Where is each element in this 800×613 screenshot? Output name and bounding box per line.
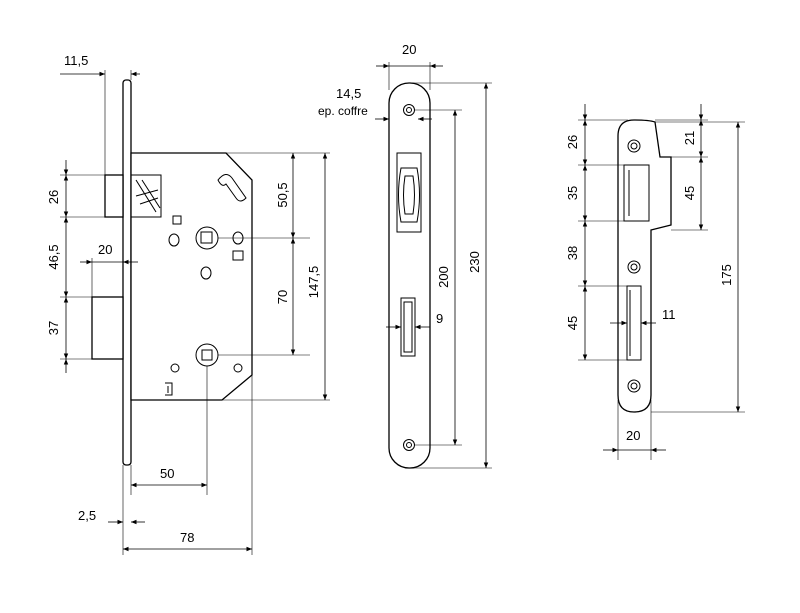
dim-bolt-proj-label: 20 [98,242,112,257]
strike-width-label: 20 [626,428,640,443]
follower-square [200,231,213,244]
screw-span-label: 200 [436,266,451,288]
reversing-tab [172,215,182,225]
lock-body-view [91,79,253,466]
coffre-text-label: ep. coffre [318,104,368,118]
strike-plate [617,119,672,413]
dim-top-to-handle-label: 50,5 [275,182,290,207]
strike-lip-top-label: 21 [682,131,697,145]
dim-handle-to-key-label: 70 [275,290,290,304]
front-faceplate [388,82,431,469]
faceplate-dimensions: 20 14,5 ep. coffre 200 230 9 [318,42,492,469]
faceplate-front-view [388,82,431,469]
strike-lip-height-label: 45 [682,186,697,200]
dim-case-depth-label: 78 [180,530,194,545]
dim-plate-thk-label: 2,5 [78,508,96,523]
strike-total-height-label: 175 [719,264,734,286]
strike-bolt-slot-label: 45 [565,316,580,330]
strike-bolt-slot-width-label: 11 [662,307,676,322]
reversing-tab [232,250,244,261]
latch-opening [396,152,422,233]
latch-bolt [104,174,124,218]
dim-bolt-height-label: 37 [46,321,61,335]
strike-dimensions: 26 35 38 45 21 45 175 11 20 [565,104,745,460]
dim-case-height-label: 147,5 [306,266,321,299]
case-clip [165,382,173,396]
fixing-hole [168,233,180,247]
strike-latch-slot-label: 35 [565,186,580,200]
strike-hole-middle [627,260,641,274]
strike-top-latch-label: 26 [565,135,580,149]
latch-mechanism [130,174,162,218]
faceplate-width-label: 20 [402,42,416,57]
fixing-hole [233,363,243,373]
strike-hole-top [627,139,641,153]
fixing-hole [200,266,212,280]
lock-faceplate [122,79,132,466]
strike-plate-view [617,119,672,413]
screw-hole-bottom [403,439,415,451]
lock-case [130,152,253,401]
lock-dimensions: 11,5 26 46,5 37 20 50,5 70 147,5 [46,53,330,555]
strike-hole-bottom [627,379,641,393]
dim-latch-height-label: 26 [46,190,61,204]
latch-face [398,167,420,223]
case-slot [217,174,247,202]
screw-hole-top [403,104,415,116]
strike-slot-gap-label: 38 [565,246,580,260]
key-square [201,349,213,361]
dim-faceplate-label: 11,5 [64,53,88,68]
dim-backset-label: 50 [160,466,174,481]
fixing-hole [170,363,180,373]
total-height-label: 230 [467,251,482,273]
dead-bolt [91,296,124,360]
strike-latch-slot [623,164,650,222]
dim-latch-to-bolt-label: 46,5 [46,244,61,269]
coffre-value-label: 14,5 [336,86,361,101]
slot-width-label: 9 [436,311,443,326]
